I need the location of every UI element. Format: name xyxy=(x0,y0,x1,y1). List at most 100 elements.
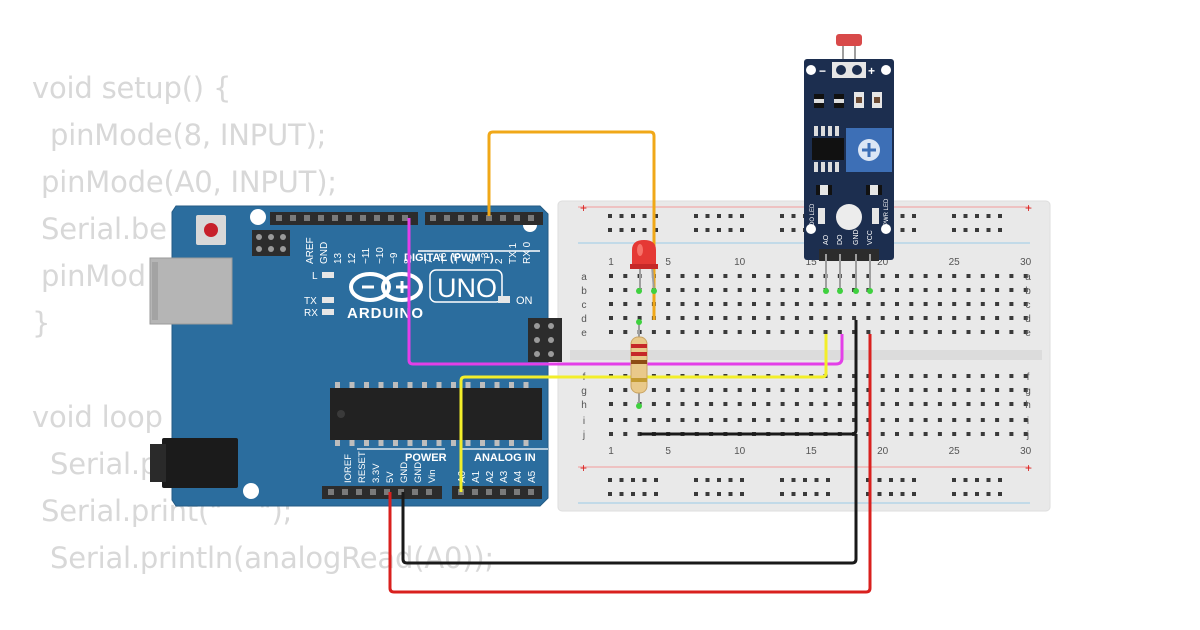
breadboard-hole xyxy=(937,374,942,378)
row-letter: c xyxy=(1026,300,1031,311)
column-number: 30 xyxy=(1020,446,1032,457)
breadboard-hole xyxy=(866,432,871,436)
pin-label: 7 xyxy=(424,258,435,264)
rail-plus-top-left: + xyxy=(580,201,587,215)
breadboard-hole xyxy=(1009,288,1014,292)
pin-label: A3 xyxy=(499,470,510,483)
rail-hole xyxy=(889,492,893,496)
rail-hole xyxy=(642,492,647,496)
pin-connection-dot xyxy=(823,288,829,294)
breadboard-hole xyxy=(880,288,885,292)
tx-led xyxy=(322,297,334,303)
row-letter: e xyxy=(581,328,587,339)
breadboard-hole xyxy=(623,288,628,292)
breadboard-hole xyxy=(1009,330,1014,334)
breadboard-hole xyxy=(880,388,885,392)
breadboard-hole xyxy=(952,432,957,436)
breadboard-hole xyxy=(794,288,799,292)
breadboard-hole xyxy=(952,418,957,422)
header-pin xyxy=(528,489,534,495)
breadboard-hole xyxy=(1009,388,1014,392)
chip-pin xyxy=(364,440,369,446)
rail-plus-bottom-left: + xyxy=(580,461,587,475)
breadboard-hole xyxy=(837,418,842,422)
code-line: pinMode(A0, INPUT); xyxy=(32,165,337,199)
rail-hole xyxy=(912,214,916,218)
row-letter: b xyxy=(581,286,587,297)
breadboard-hole xyxy=(923,316,928,320)
rail-hole xyxy=(952,492,956,496)
breadboard-hole xyxy=(637,418,642,422)
pin-label: ~5 xyxy=(452,252,463,264)
rail-hole xyxy=(631,214,635,218)
breadboard-hole xyxy=(709,418,714,422)
breadboard-hole xyxy=(952,388,957,392)
rail-hole xyxy=(631,478,635,482)
header-pin xyxy=(374,215,380,221)
pin-label: ~6 xyxy=(438,252,449,264)
wire-orange xyxy=(487,130,656,320)
breadboard-hole xyxy=(880,418,885,422)
pin-label: RX 0 xyxy=(522,241,533,264)
breadboard-hole xyxy=(694,418,699,422)
row-letter: i xyxy=(583,416,585,427)
header-pin xyxy=(500,489,506,495)
header-pin xyxy=(426,489,432,495)
pin-label: ~3 xyxy=(480,252,491,264)
rail-hole xyxy=(705,478,710,482)
breadboard-hole xyxy=(1023,388,1028,392)
breadboard-hole xyxy=(666,388,671,392)
chip-pin xyxy=(509,382,514,388)
breadboard-hole xyxy=(952,302,957,306)
breadboard-hole xyxy=(909,374,914,378)
breadboard-hole xyxy=(666,402,671,406)
rail-hole xyxy=(694,492,698,496)
rail-hole xyxy=(728,492,733,496)
breadboard-hole xyxy=(880,402,885,406)
breadboard-hole xyxy=(909,316,914,320)
breadboard-hole xyxy=(637,316,642,320)
rail-hole xyxy=(740,478,744,482)
breadboard-hole xyxy=(880,374,885,378)
breadboard-hole xyxy=(737,302,742,306)
breadboard-hole xyxy=(623,432,628,436)
rail-hole xyxy=(912,478,916,482)
row-letter: i xyxy=(1027,416,1029,427)
rail-hole xyxy=(791,228,796,232)
breadboard-hole xyxy=(880,302,885,306)
dc-power-jack xyxy=(162,438,238,488)
breadboard-hole xyxy=(709,316,714,320)
rail-hole xyxy=(952,228,956,232)
chip-pin xyxy=(523,440,529,446)
breadboard-hole xyxy=(909,432,914,436)
breadboard-hole xyxy=(1009,274,1014,278)
sensor-minus-label: − xyxy=(819,64,826,78)
breadboard-hole xyxy=(909,302,914,306)
breadboard-hole xyxy=(694,330,699,334)
breadboard-hole xyxy=(909,288,914,292)
header-pin xyxy=(328,489,334,495)
breadboard-hole xyxy=(623,302,628,306)
rail-hole xyxy=(791,214,796,218)
rail-hole xyxy=(717,478,721,482)
breadboard-hole xyxy=(723,316,728,320)
breadboard-hole xyxy=(937,402,942,406)
chip-pin xyxy=(364,382,369,388)
breadboard-hole xyxy=(780,402,785,406)
row-letter: d xyxy=(1025,314,1031,325)
arduino-brand-label: ARDUINO xyxy=(347,305,424,322)
breadboard-hole xyxy=(623,316,628,320)
sensor-pwr-led-label: PWR LED xyxy=(884,198,890,226)
breadboard-hole xyxy=(637,302,642,306)
breadboard-hole xyxy=(609,388,613,392)
pin-label: 4 xyxy=(466,258,477,264)
breadboard-hole xyxy=(780,316,785,320)
breadboard-hole xyxy=(1023,302,1028,306)
breadboard-hole xyxy=(823,330,828,334)
row-letter: g xyxy=(1025,386,1031,397)
breadboard-hole xyxy=(780,302,785,306)
chip-pin xyxy=(422,440,427,446)
